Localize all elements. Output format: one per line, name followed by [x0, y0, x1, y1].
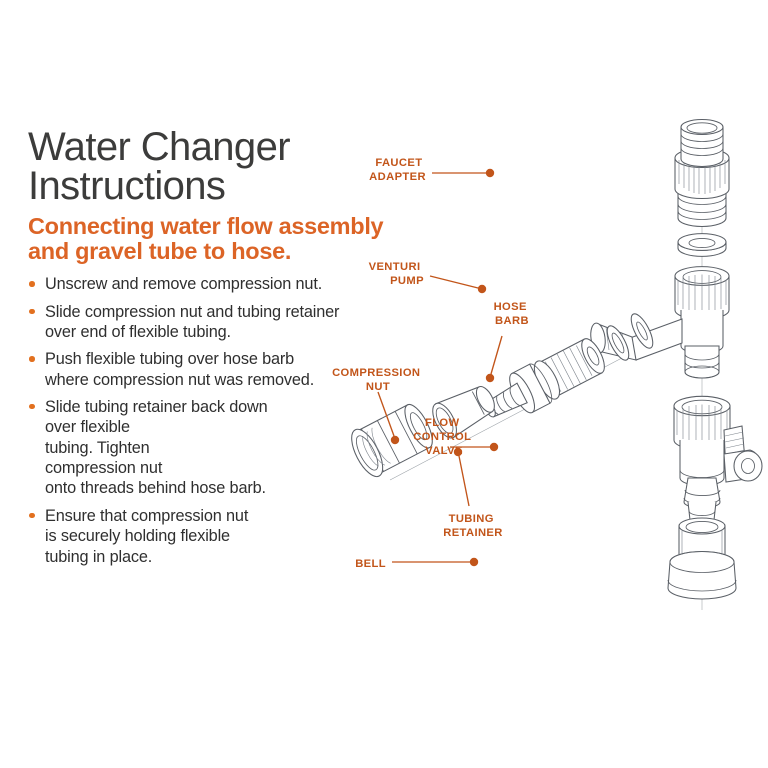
callout-dot-hose-barb [485, 373, 495, 383]
bullet-dot-icon [29, 356, 35, 362]
label-faucet-adapter: FAUCET ADAPTER [369, 157, 426, 183]
step-text: Push flexible tubing over hose barb wher… [45, 350, 315, 389]
list-item: Slide compression nut and tubing retaine… [28, 302, 428, 343]
label-venturi-pump: VENTURI PUMP [369, 261, 425, 287]
label-bell: BELL [355, 558, 386, 570]
part-faucet-adapter [674, 118, 730, 227]
bullet-dot-icon [29, 308, 35, 315]
part-flow-control-valve [673, 395, 763, 525]
label-tubing-retainer: TUBING RETAINER [443, 513, 503, 539]
label-flow-control-valve: FLOW CONTROL VALVE [413, 417, 474, 457]
part-washer-upper [677, 233, 727, 257]
list-item: Slide tubing retainer back down over fle… [28, 397, 428, 499]
step-text: Unscrew and remove compression nut. [45, 275, 323, 294]
part-bell [667, 517, 737, 600]
label-hose-barb: HOSE BARB [494, 301, 531, 327]
part-tubing-retainer [432, 386, 495, 439]
list-item: Unscrew and remove compression nut. [28, 274, 428, 294]
instruction-step-list: Unscrew and remove compression nut. Slid… [28, 274, 428, 567]
step-text: Slide compression nut and tubing retaine… [45, 302, 340, 341]
list-item: Ensure that compression nut is securely … [28, 506, 428, 567]
bullet-dot-icon [29, 403, 35, 410]
callout-dot-flow-control-valve [489, 442, 499, 452]
leader-lines [377, 168, 503, 567]
label-compression-nut: COMPRESSION NUT [332, 367, 424, 393]
bullet-dot-icon [29, 512, 35, 519]
step-text: Slide tubing retainer back down over fle… [45, 397, 268, 498]
callout-dot-venturi-pump [477, 284, 487, 294]
list-item: Push flexible tubing over hose barb wher… [28, 349, 428, 390]
callout-dot-bell [469, 557, 479, 567]
page-title: Water Changer Instructions [28, 125, 291, 209]
text-column: Water Changer Instructions Connecting wa… [28, 125, 428, 574]
part-hose-barb-assembly [484, 313, 654, 418]
exploded-assembly-diagram: FAUCET ADAPTER VENTURI PUMP FLOW CONTROL… [330, 110, 768, 630]
step-text: Ensure that compression nut is securely … [45, 506, 249, 566]
callout-dot-faucet-adapter [485, 168, 495, 178]
page-subtitle: Connecting water flow assembly and grave… [28, 213, 384, 265]
bullet-dot-icon [29, 281, 35, 287]
callout-dot-tubing-retainer [453, 447, 463, 457]
callout-dot-compression-nut [390, 435, 400, 445]
part-venturi-pump [590, 266, 730, 379]
